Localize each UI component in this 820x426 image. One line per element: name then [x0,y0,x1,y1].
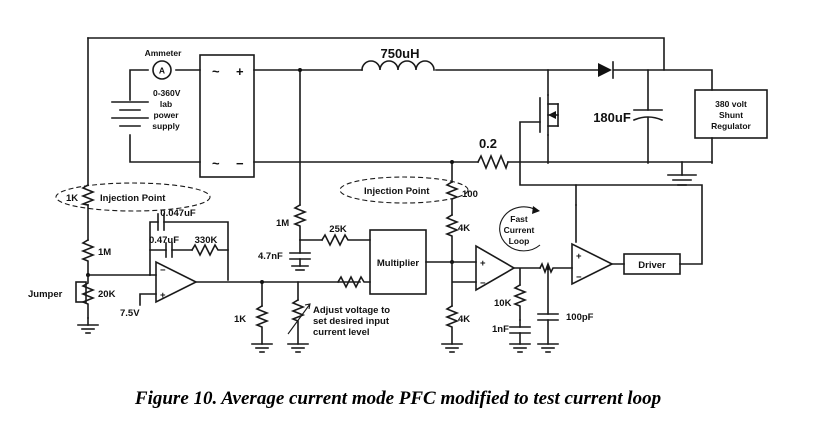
current-amplifier [475,244,516,292]
diode-icon [598,61,614,79]
current-amp-minus: − [480,278,486,289]
sense-resistor-label: 0.2 [479,136,497,151]
pwm-comp-plus: + [576,251,582,262]
ground-icon [667,161,697,186]
top-rail-wire [253,69,713,91]
ref-7-5v: 7.5V [120,308,140,319]
injection-point-left-ellipse [55,182,211,212]
cap-0047uf-label: 0.047uF [160,208,196,219]
bridge-minus: − [236,156,244,171]
ground-icon [441,343,463,353]
cap-47nf-label: 4.7nF [258,251,283,262]
cap-1nf-label: 1nF [492,324,509,335]
top-frame-wire [87,37,665,71]
r-25k-label: 25K [329,224,347,235]
inductor-750uh [361,60,435,71]
r-1m-left [80,238,96,276]
driver-label: Driver [638,260,666,271]
injection-point-left: Injection Point [100,193,166,204]
bridge-plus: + [236,64,244,79]
jumper-label: Jumper [28,289,63,300]
r-330k-label: 330K [195,235,218,246]
r-4k-bottom-label: 4K [458,314,470,325]
cap-0047uf [157,213,165,231]
r-20k [80,274,96,319]
sense-resistor [476,153,510,171]
inductor-label: 750uH [380,46,419,61]
error-amp-plus: + [160,290,166,301]
r-1k-inj-left [80,183,96,206]
adjust-label-2: set desired input [313,316,390,327]
cap-180uf [632,109,664,122]
injection-point-right: Injection Point [364,186,430,197]
pwm-comp-minus: − [576,272,582,283]
ammeter-label: Ammeter [145,48,183,58]
cap-100pf [537,313,559,353]
adjust-label-3: current level [313,327,370,338]
loop-arrow-icon [499,206,541,252]
shunt-regulator [694,89,768,139]
bridge-ac-top: ~ [212,64,220,79]
ammeter-icon [152,60,172,80]
supply-label-4: supply [152,121,180,131]
ammeter-symbol: A [159,66,165,76]
r-25k [320,233,371,247]
r-100-inj-right-label: 100 [462,189,478,200]
r-4k-bottom [444,304,460,345]
r-1m-left-label: 1M [98,247,111,258]
error-amp-minus: − [160,265,166,276]
cap-100pf-label: 100pF [566,312,594,323]
mosfet-gate-wire [519,121,577,206]
supply-label-1: 0-360V [153,88,181,98]
bridge-rectifier [199,54,255,178]
r-20k-label: 20K [98,289,116,300]
cap-047uf-label: 0.47uF [149,235,179,246]
supply-label-2: lab [160,99,172,109]
supply-wire [129,69,201,163]
cap-47nf [289,239,311,271]
r-100-inj-right [444,180,460,216]
adjust-label-1: Adjust voltage to [313,305,390,316]
loop-label-3: Loop [509,236,530,246]
r-4k-top [444,213,460,263]
error-amplifier [155,260,198,304]
pwm-comparator [571,242,614,286]
ground-icon [251,343,273,353]
shunt-label-2: Shunt [719,110,743,120]
supply-battery-symbol [111,101,149,127]
adjust-potentiometer [290,298,306,345]
r-1k-bottom-label: 1K [234,314,246,325]
r-330k [190,243,229,257]
loop-label-2: Current [504,225,535,235]
multiplier-label: Multiplier [377,258,420,269]
r-1k-bottom [254,304,270,345]
r-1m-mid [292,203,308,241]
ground-icon [287,343,309,353]
r-4k-top-label: 4K [458,223,470,234]
cap-047uf [165,242,173,258]
r-pwm-in [538,261,573,275]
injection-point-right-ellipse [339,176,469,204]
supply-label-3: power [153,110,179,120]
current-amp-plus: + [480,258,486,269]
loop-label-1: Fast [510,214,528,224]
shunt-label-1: 380 volt [715,99,747,109]
bridge-ac-bottom: ~ [212,156,220,171]
cap-180uf-label: 180uF [593,110,631,125]
r-1k-inj-left-label: 1K [66,193,78,204]
shunt-label-3: Regulator [711,121,751,131]
r-10k [512,283,528,321]
r-mult-in [336,275,371,289]
figure-caption: Figure 10. Average current mode PFC modi… [134,388,661,409]
cap-1nf [509,319,531,353]
r-1m-mid-label: 1M [276,218,289,229]
mosfet-icon [539,94,559,136]
r-10k-label: 10K [494,298,512,309]
ground-icon [77,317,99,334]
